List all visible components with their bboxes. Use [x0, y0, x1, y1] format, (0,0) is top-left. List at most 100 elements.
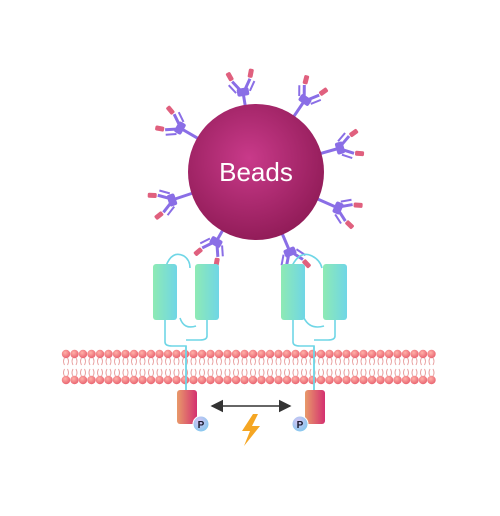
lipid-tail	[262, 357, 265, 366]
lipid-head	[333, 375, 343, 385]
lipid-head	[325, 375, 334, 385]
lipid-head	[376, 349, 385, 359]
lipid-tail	[360, 368, 363, 377]
lipid-tail	[250, 368, 252, 377]
lipid-tail	[169, 368, 171, 377]
lipid-tail	[220, 357, 222, 366]
lipid-tail	[177, 357, 180, 366]
lipid-tail	[97, 368, 99, 377]
lipid-head	[376, 375, 385, 385]
lipid-tail	[131, 357, 133, 366]
lipid-head	[410, 375, 419, 385]
lipid-head	[393, 349, 402, 359]
lipid-head	[316, 349, 326, 359]
receptor-right-domain-2	[323, 264, 347, 320]
lipid-head	[342, 349, 351, 359]
lipid-tail	[67, 357, 69, 366]
lipid-tail	[424, 357, 426, 366]
lipid-tail	[92, 368, 95, 377]
lipid-head	[206, 375, 215, 385]
bead: Beads	[188, 104, 324, 240]
lipid-tail	[335, 357, 337, 366]
lipid-tail	[330, 357, 333, 366]
lipid-tail	[381, 357, 384, 366]
lipid-head	[248, 349, 258, 359]
lipid-tail	[207, 368, 210, 377]
lipid-tail	[101, 357, 103, 366]
lipid-head	[180, 349, 190, 359]
lipid-tail	[309, 357, 312, 366]
lipid-head	[95, 349, 105, 359]
lipid-head	[265, 375, 275, 385]
lipid-tail	[420, 368, 422, 377]
lipid-tail	[381, 368, 384, 377]
lipid-tail	[88, 368, 91, 377]
antibody	[225, 68, 256, 108]
lipid-tail	[403, 357, 405, 366]
lipid-tail	[258, 357, 261, 366]
lipid-head	[291, 349, 300, 359]
lipid-tail	[326, 357, 329, 366]
lipid-tail	[152, 368, 154, 377]
lipid-head	[427, 349, 436, 359]
lipid-tail	[105, 368, 108, 377]
lipid-tail	[216, 357, 218, 366]
lipid-tail	[63, 368, 65, 377]
lipid-head	[291, 375, 300, 385]
lipid-tail	[203, 357, 205, 366]
lipid-tail	[364, 368, 367, 377]
lipid-head	[240, 349, 249, 359]
lipid-head	[197, 349, 207, 359]
lipid-tail	[194, 368, 197, 377]
lipid-head	[121, 375, 130, 385]
lipid-tail	[250, 357, 252, 366]
lipid-tail	[211, 368, 214, 377]
lipid-head	[308, 375, 317, 385]
lipid-tail	[411, 368, 414, 377]
bead-label: Beads	[219, 157, 293, 187]
lipid-tail	[118, 357, 120, 366]
lipid-head	[299, 375, 309, 385]
lipid-tail	[305, 368, 307, 377]
lipid-tail	[369, 368, 371, 377]
lipid-tail	[88, 357, 91, 366]
lipid-tail	[254, 357, 256, 366]
lipid-tail	[279, 357, 282, 366]
lipid-tail	[386, 368, 388, 377]
lipid-tail	[318, 357, 320, 366]
lipid-tail	[275, 357, 278, 366]
lipid-tail	[173, 368, 176, 377]
lipid-tail	[228, 357, 231, 366]
lipid-head	[104, 375, 113, 385]
lipid-tail	[347, 368, 350, 377]
lipid-tail	[156, 357, 159, 366]
lipid-tail	[326, 368, 329, 377]
lipid-head	[223, 375, 232, 385]
lipid-tail	[403, 368, 405, 377]
lipid-tail	[199, 368, 201, 377]
lipid-tail	[420, 357, 422, 366]
lipid-tail	[237, 368, 239, 377]
lipid-tail	[428, 368, 431, 377]
lipid-tail	[122, 357, 125, 366]
receptor-right-domain-1	[281, 264, 305, 320]
lipid-tail	[109, 368, 112, 377]
lipid-tail	[118, 368, 120, 377]
lipid-tail	[394, 368, 397, 377]
lipid-tail	[432, 357, 435, 366]
lipid-tail	[84, 357, 86, 366]
lipid-tail	[135, 357, 137, 366]
lipid-head	[189, 375, 198, 385]
lipid-tail	[275, 368, 278, 377]
lipid-tail	[262, 368, 265, 377]
lipid-tail	[165, 368, 167, 377]
lipid-head	[78, 375, 88, 385]
lipid-head	[333, 349, 343, 359]
lipid-head	[367, 375, 377, 385]
lipid-tail	[301, 368, 303, 377]
lipid-tail	[165, 357, 167, 366]
receptor-right	[281, 253, 347, 394]
phospho-right-label: P	[297, 420, 304, 431]
